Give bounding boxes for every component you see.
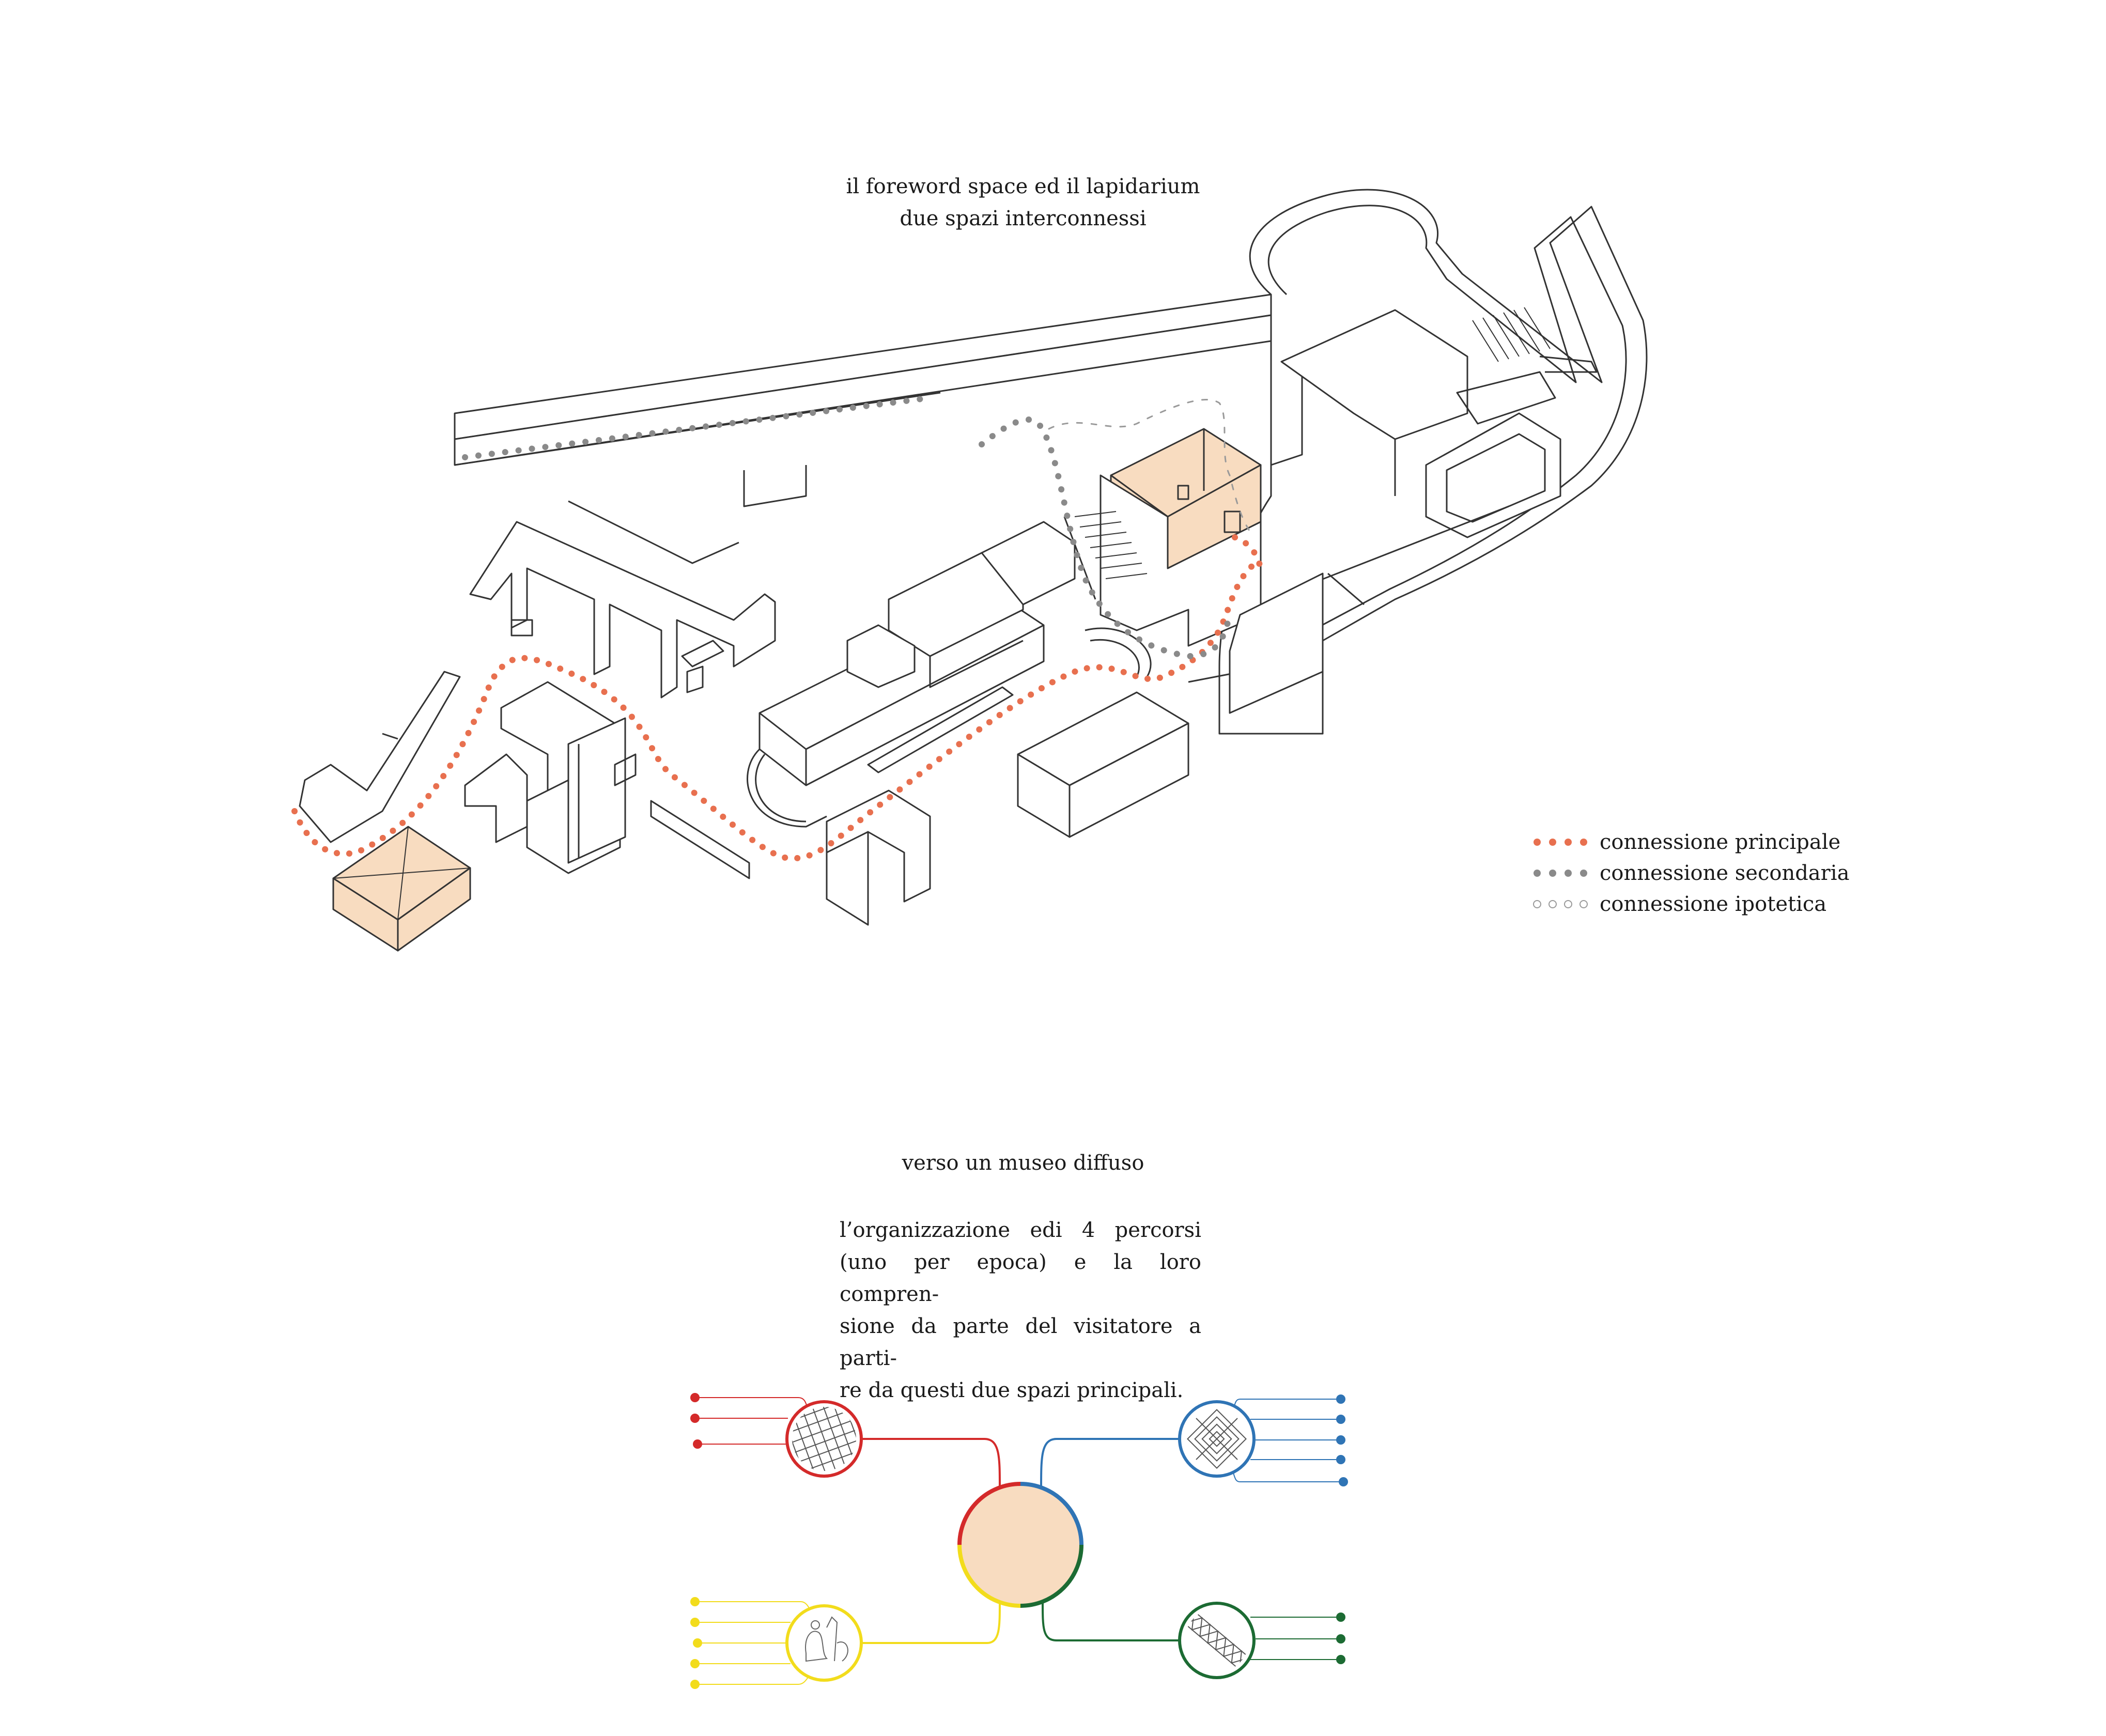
concentric-square-icon [1187, 1409, 1247, 1469]
paragraph-line: (uno per epoca) e la loro compren- [840, 1250, 1201, 1306]
castle-enclosure [1188, 189, 1648, 735]
site-axonometric-plan [291, 189, 1648, 952]
grid-icon [783, 1398, 865, 1480]
yellow-connector [860, 1601, 1001, 1644]
paragraph-line: l’organizzazione edi 4 percorsi [840, 1218, 1201, 1242]
church-ruin [747, 521, 1152, 828]
legend-label-ipotetica: connessione ipotetica [1600, 892, 1827, 916]
main-connection-route [291, 534, 1264, 862]
central-bastion [1063, 474, 1324, 714]
legend-item-ipotetica: connessione ipotetica [1529, 889, 1826, 920]
blue-node [1178, 1394, 1348, 1486]
paragraph-line: re da questi due spazi principali. [840, 1378, 1184, 1402]
paragraph-line: sione da parte del visitatore a parti- [840, 1314, 1201, 1370]
green-node [1178, 1602, 1345, 1679]
west-ruins [299, 500, 776, 874]
hypothetical-connection-route [1048, 399, 1251, 533]
legend-item-secondaria: connessione secondaria [1529, 858, 1849, 889]
top-title: il foreword space ed il lapidarium due s… [791, 171, 1256, 235]
statue-icon [805, 1616, 848, 1662]
hub-circle [957, 1482, 1083, 1608]
north-long-wall [454, 293, 1272, 507]
green-connector [1042, 1601, 1183, 1641]
legend-item-principale: connessione principale [1529, 827, 1840, 858]
blue-connector [1040, 1438, 1183, 1489]
legend-label-principale: connessione principale [1600, 830, 1841, 854]
red-connector [860, 1438, 1001, 1489]
top-title-line1: il foreword space ed il lapidarium [846, 175, 1200, 198]
legend-swatch-principale [1534, 839, 1587, 846]
red-node [690, 1393, 865, 1480]
legend-label-secondaria: connessione secondaria [1600, 861, 1850, 885]
top-title-line2: due spazi interconnessi [900, 207, 1147, 230]
cube-building [1017, 691, 1189, 838]
secondary-connection-route [462, 395, 1233, 660]
south-wall [650, 686, 1014, 926]
museum-network-diagram [690, 1393, 1348, 1689]
foreword-space-pavilion [332, 826, 471, 952]
description-paragraph: l’organizzazione edi 4 percorsi (uno per… [840, 1214, 1201, 1406]
yellow-node [690, 1597, 863, 1689]
legend-swatch-ipotetica [1533, 900, 1588, 908]
legend-swatch-secondaria [1534, 870, 1587, 877]
bottom-title: verso un museo diffuso [902, 1151, 1144, 1175]
